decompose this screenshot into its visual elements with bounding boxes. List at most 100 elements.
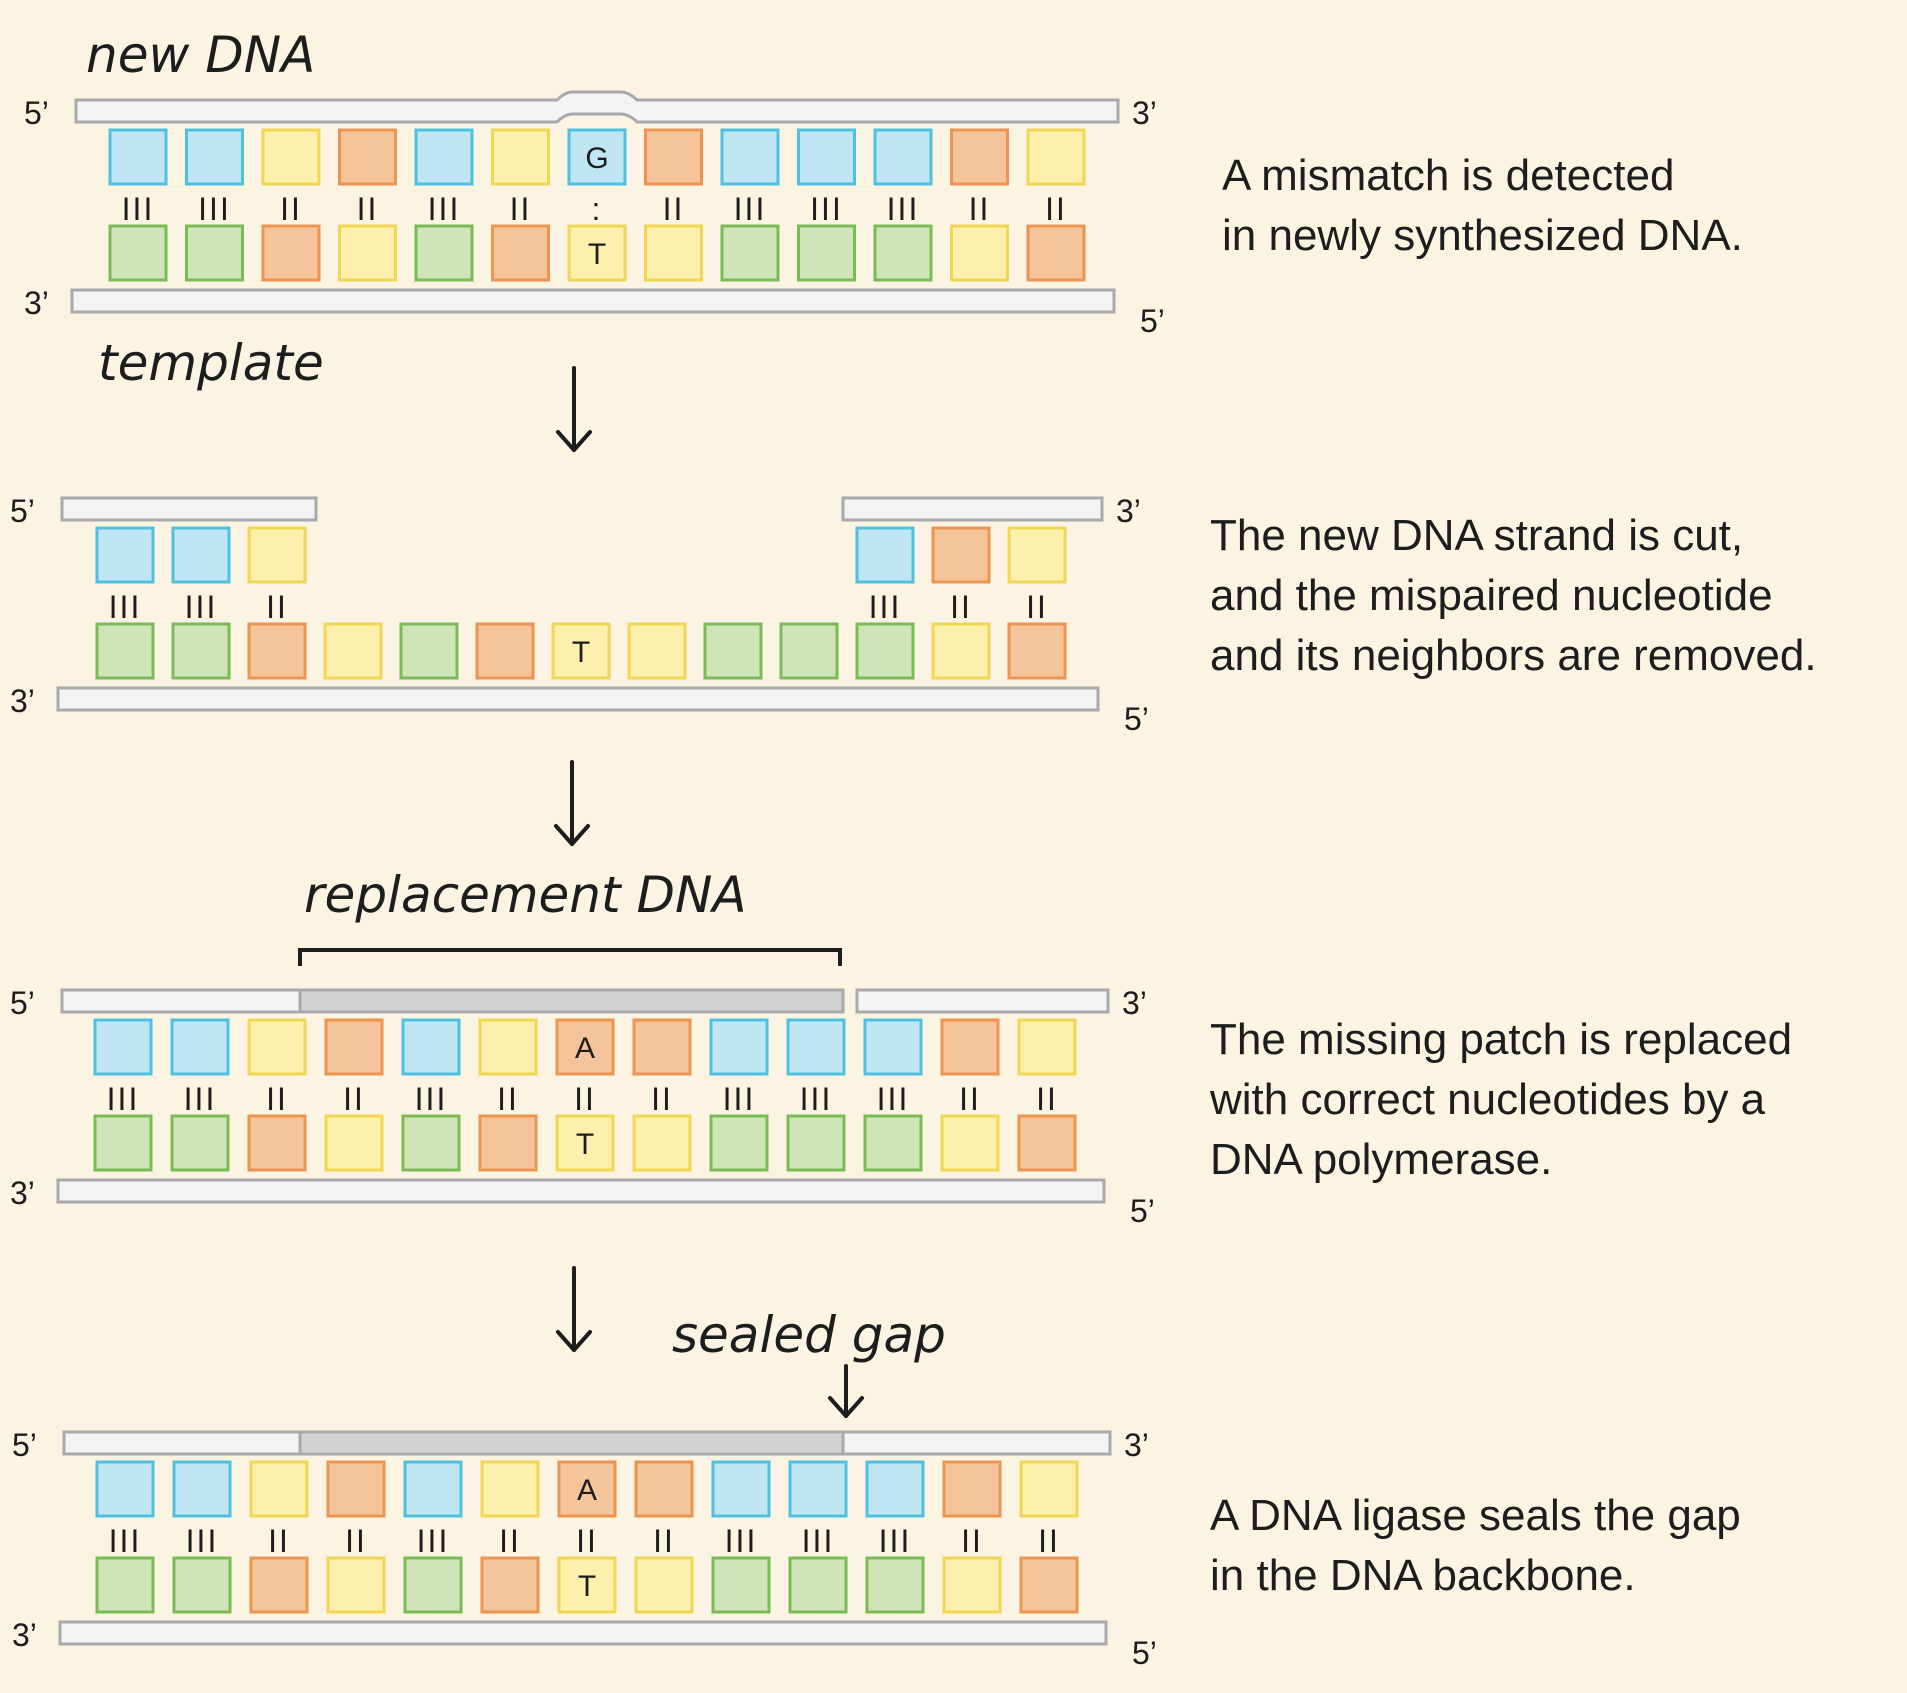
hydrogen-bond: III xyxy=(800,1081,833,1117)
top-backbone-left-fragment xyxy=(60,496,318,522)
hydrogen-bond: II xyxy=(1026,589,1048,625)
step-description-line: and its neighbors are removed. xyxy=(1210,631,1817,680)
hydrogen-bond: II xyxy=(266,589,288,625)
step-description-line: The new DNA strand is cut, xyxy=(1210,511,1744,560)
new-strand-base xyxy=(942,1460,1002,1518)
step-arrow-2 xyxy=(554,760,590,846)
hydrogen-bond: III xyxy=(810,191,843,227)
step-description-2: The new DNA strand is cut, and the mispai… xyxy=(1210,506,1817,686)
template-base xyxy=(551,622,611,680)
replacement-backbone-patch xyxy=(298,988,845,1014)
new-strand-base xyxy=(873,128,933,186)
hydrogen-bond: II xyxy=(574,1081,596,1117)
template-base xyxy=(171,622,231,680)
top-3-prime-label: 3’ xyxy=(1122,985,1147,1021)
template-base xyxy=(491,224,550,282)
new-strand-base xyxy=(855,526,915,584)
hydrogen-bond: II xyxy=(280,191,302,227)
step-arrow-1 xyxy=(556,366,592,452)
hydrogen-bond: III xyxy=(877,1081,910,1117)
hydrogen-bond: II xyxy=(497,1081,519,1117)
corrected-base-label: A xyxy=(577,1474,597,1507)
top-3-prime-label: 3’ xyxy=(1116,493,1141,529)
step-description-line: in the DNA backbone. xyxy=(1210,1551,1636,1600)
template-base xyxy=(323,622,383,680)
template-base xyxy=(261,224,321,282)
top-backbone-right xyxy=(855,988,1110,1014)
template-base xyxy=(634,1556,694,1614)
new-strand-base xyxy=(1017,1018,1077,1076)
new-strand-base xyxy=(414,128,474,186)
top-backbone-left xyxy=(62,1430,302,1456)
new-strand-base xyxy=(95,526,155,584)
step-description-line: in newly synthesized DNA. xyxy=(1222,211,1743,260)
sealed-gap-pointer-arrow xyxy=(828,1364,864,1418)
new-strand-base xyxy=(1026,128,1086,186)
new-strand-base xyxy=(478,1018,538,1076)
template-base xyxy=(170,1114,230,1172)
template-backbone xyxy=(56,1178,1106,1204)
template-base xyxy=(557,1556,617,1614)
new-strand-base xyxy=(401,1018,461,1076)
new-strand-base xyxy=(865,1460,925,1518)
hydrogen-bond: III xyxy=(734,191,767,227)
template-base xyxy=(414,224,474,282)
top-5-prime-label: 5’ xyxy=(12,1427,37,1463)
new-strand-base xyxy=(480,1460,540,1518)
new-strand-base xyxy=(108,128,168,186)
template-base xyxy=(95,622,155,680)
bottom-3-prime-label: 3’ xyxy=(10,1175,35,1211)
new-strand-base xyxy=(491,128,550,186)
template-base xyxy=(711,1556,771,1614)
template-base xyxy=(95,1556,155,1614)
top-backbone-left xyxy=(60,988,302,1014)
step-description-line: and the mispaired nucleotide xyxy=(1210,571,1773,620)
template-base-label: T xyxy=(588,238,606,271)
new-strand-base xyxy=(950,128,1009,186)
hydrogen-bond: II xyxy=(969,191,991,227)
hydrogen-bond: II xyxy=(651,1081,673,1117)
bottom-5-prime-label: 5’ xyxy=(1132,1635,1157,1671)
hydrogen-bond: III xyxy=(107,1081,140,1117)
top-backbone-right-fragment xyxy=(841,496,1104,522)
template-base xyxy=(865,1556,925,1614)
bottom-5-prime-label: 5’ xyxy=(1124,701,1149,737)
template-base xyxy=(338,224,397,282)
bottom-5-prime-label: 5’ xyxy=(1140,303,1165,339)
new-strand-base xyxy=(249,1460,309,1518)
hydrogen-bond: III xyxy=(887,191,920,227)
template-label: template xyxy=(98,334,324,392)
replacement-dna-label: replacement DNA xyxy=(304,866,747,924)
template-base xyxy=(644,224,703,282)
hydrogen-bond: III xyxy=(184,1081,217,1117)
template-base xyxy=(172,1556,232,1614)
sealed-gap-label: sealed gap xyxy=(672,1306,946,1364)
hydrogen-bond: II xyxy=(343,1081,365,1117)
template-base xyxy=(401,1114,461,1172)
template-base xyxy=(950,224,1009,282)
hydrogen-bond: III xyxy=(869,589,902,625)
hydrogen-bond: II xyxy=(345,1523,367,1559)
new-strand-base xyxy=(1019,1460,1079,1518)
new-strand-base xyxy=(324,1018,384,1076)
new-strand-base xyxy=(185,128,244,186)
bottom-5-prime-label: 5’ xyxy=(1130,1193,1155,1229)
template-base xyxy=(931,622,991,680)
new-strand-base xyxy=(644,128,703,186)
hydrogen-bond: II xyxy=(653,1523,675,1559)
replacement-bracket xyxy=(298,948,842,966)
step-description-line: A DNA ligase seals the gap xyxy=(1210,1491,1741,1540)
template-base xyxy=(478,1114,538,1172)
template-base xyxy=(788,1556,848,1614)
step-description-4: A DNA ligase seals the gap in the DNA bac… xyxy=(1210,1486,1741,1606)
template-base xyxy=(555,1114,615,1172)
new-strand-base xyxy=(786,1018,846,1076)
new-strand-base xyxy=(261,128,321,186)
new-strand-base xyxy=(567,128,627,186)
